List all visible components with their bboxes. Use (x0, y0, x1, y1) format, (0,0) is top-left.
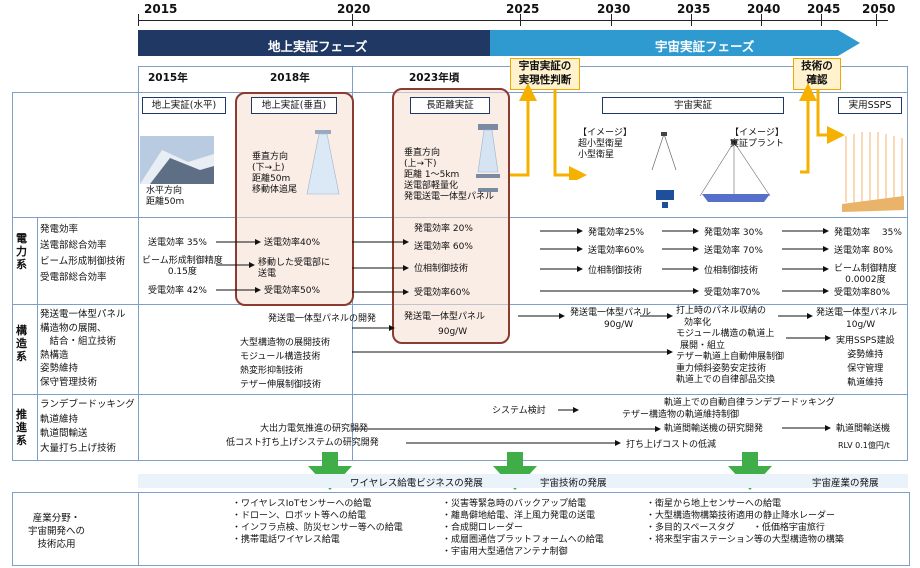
structure-panel-2030: 発送電一体型パネル (570, 308, 652, 318)
propulsion-rlv: RLV 0.1億円/t (838, 441, 890, 450)
business-band (138, 474, 908, 488)
demo-ground-vertical: 地上実証(垂直) (251, 97, 337, 114)
structure-panel-dev: 発送電一体型パネルの開発 (268, 314, 377, 324)
phase-banner (138, 30, 860, 56)
year-label: 2035 (677, 2, 711, 16)
horizontal-test-photo (140, 136, 214, 184)
demo-practical-ssps: 実用SSPS (838, 97, 902, 114)
application-col1: ・ワイヤレスIoTセンサーへの給電・ドローン、ロボット等への給電・インフラ点検、… (232, 499, 403, 545)
structure-panel-2050: 発送電一体型パネル (816, 308, 898, 318)
power-2030-beam: 位相制御技術 (588, 266, 643, 276)
note-horizontal: 水平方向距離50m (146, 186, 185, 207)
power-2018-receive: 受電効率50% (264, 286, 321, 296)
power-2030-gen: 発電効率25% (588, 228, 645, 238)
power-2018-send: 送電効率40% (264, 238, 321, 248)
power-2015-send: 送電効率 35% (148, 238, 207, 248)
structure-panel-2030-w: 90g/W (604, 320, 634, 330)
power-2023-send: 送電効率 60% (414, 242, 473, 252)
propulsion-electric: 大出力電気推進の研究開発 (260, 424, 369, 434)
power-2050-send: 送電効率 80% (834, 246, 893, 256)
power-2040-gen: 発電効率 30% (704, 228, 763, 238)
propulsion-items: ランデブードッキング軌道維持軌道間輸送大量打ち上げ技術 (40, 399, 135, 454)
note-image1: 【イメージ】超小型衛星小型衛星 (578, 128, 632, 160)
highlight-2018 (235, 92, 354, 306)
year-label: 2025 (506, 2, 540, 16)
power-2050-receive: 受電効率80% (834, 288, 891, 298)
propulsion-low-cost: 低コスト打ち上げシステムの研究開発 (226, 438, 379, 448)
structure-left-list: 大型構造物の展開技術モジュール構造技術熱変形抑制技術テザー伸展制御技術 (240, 338, 331, 390)
milestone-2015: 2015年 (148, 72, 188, 84)
structure-panel-2023: 発送電一体型パネル (404, 312, 486, 322)
phase-ground-label: 地上実証フェーズ (268, 39, 368, 54)
band-space-industry: 宇宙産業の発展 (812, 478, 879, 489)
year-label: 2020 (337, 2, 371, 16)
year-label: 2015 (144, 2, 178, 16)
note-image2: 【イメージ】実証プラント (730, 128, 785, 149)
structure-right-list: 打上時のパネル収納の 効率化 モジュール構造の軌道上 展開・組立 テザー軌道上自… (676, 306, 785, 385)
power-2030-send: 送電効率60% (588, 246, 645, 256)
power-2040-send: 送電効率 70% (704, 246, 763, 256)
power-2018-beam: 移動した受電部に送電 (258, 258, 331, 279)
application-label: 産業分野・宇宙開発への技術応用 (28, 513, 86, 550)
power-2050-gen: 発電効率 35% (834, 228, 902, 238)
propulsion-system-study: システム検討 (492, 406, 546, 416)
power-2040-beam: 位相制御技術 (704, 266, 759, 276)
band-space-tech: 宇宙技術の発展 (540, 478, 607, 489)
structure-panel-2023-w: 90g/W (438, 327, 468, 337)
phase-space-label: 宇宙実証フェーズ (655, 39, 755, 54)
power-items: 発電効率送電部総合効率ビーム形成制御技術受電部総合効率 (40, 224, 126, 283)
milestone-2018: 2018年 (270, 72, 310, 84)
demo-plant-image (699, 140, 771, 202)
practical-ssps-image (842, 132, 904, 212)
year-label: 2050 (862, 2, 896, 16)
propulsion-transfer-final: 軌道間輸送機 (836, 424, 891, 434)
power-2040-receive: 受電効率70% (704, 288, 761, 298)
structure-panel-2050-w: 10g/W (846, 320, 876, 330)
category-structure: 構造系 (16, 324, 27, 363)
propulsion-launch-cost: 打ち上げコストの低減 (626, 440, 717, 450)
power-2023-beam: 位相制御技術 (414, 264, 469, 274)
band-wireless: ワイヤレス給電ビジネスの発展 (350, 478, 483, 489)
year-label: 2045 (807, 2, 841, 16)
power-2023-gen: 発電効率 20% (414, 224, 473, 234)
application-col3: ・衛星から地上センサーへの給電・大型構造物構築技術適用の静止降水レーダー・多目的… (646, 499, 844, 545)
propulsion-transfer-dev: 軌道間輸送機の研究開発 (664, 424, 764, 434)
long-distance-beam-icon (476, 124, 500, 192)
structure-items: 発送電一体型パネル構造物の展開、 結合・組立技術熱構造姿勢維持保守管理技術 (40, 309, 126, 388)
structure-final-list: 実用SSPS建設姿勢維持保守管理軌道維持 (836, 336, 895, 388)
vertical-beam-icon (306, 130, 340, 195)
category-propulsion: 推進系 (16, 408, 27, 447)
decision-arrows (510, 83, 845, 180)
propulsion-rendezvous: 軌道上での自動自律ランデブードッキング (664, 398, 835, 408)
year-label: 2040 (747, 2, 781, 16)
demo-ground-horizontal: 地上実証(水平) (142, 97, 226, 114)
small-satellite-image (651, 132, 677, 208)
year-label: 2030 (597, 2, 631, 16)
category-power: 電力系 (16, 232, 27, 271)
propulsion-tether-orbit: テザー構造物の軌道維持制御 (622, 410, 740, 420)
milestone-2023: 2023年頃 (409, 72, 460, 84)
application-col2: ・災害等緊急時のバックアップ給電・離島僻地給電、洋上風力発電の送電・合成開口レー… (442, 499, 604, 557)
demo-long-distance: 長距離実証 (410, 97, 490, 114)
power-2015-receive: 受電効率 42% (148, 286, 207, 296)
demo-space: 宇宙実証 (602, 97, 784, 114)
application-section (12, 492, 910, 566)
power-2023-receive: 受電効率60% (414, 288, 471, 298)
